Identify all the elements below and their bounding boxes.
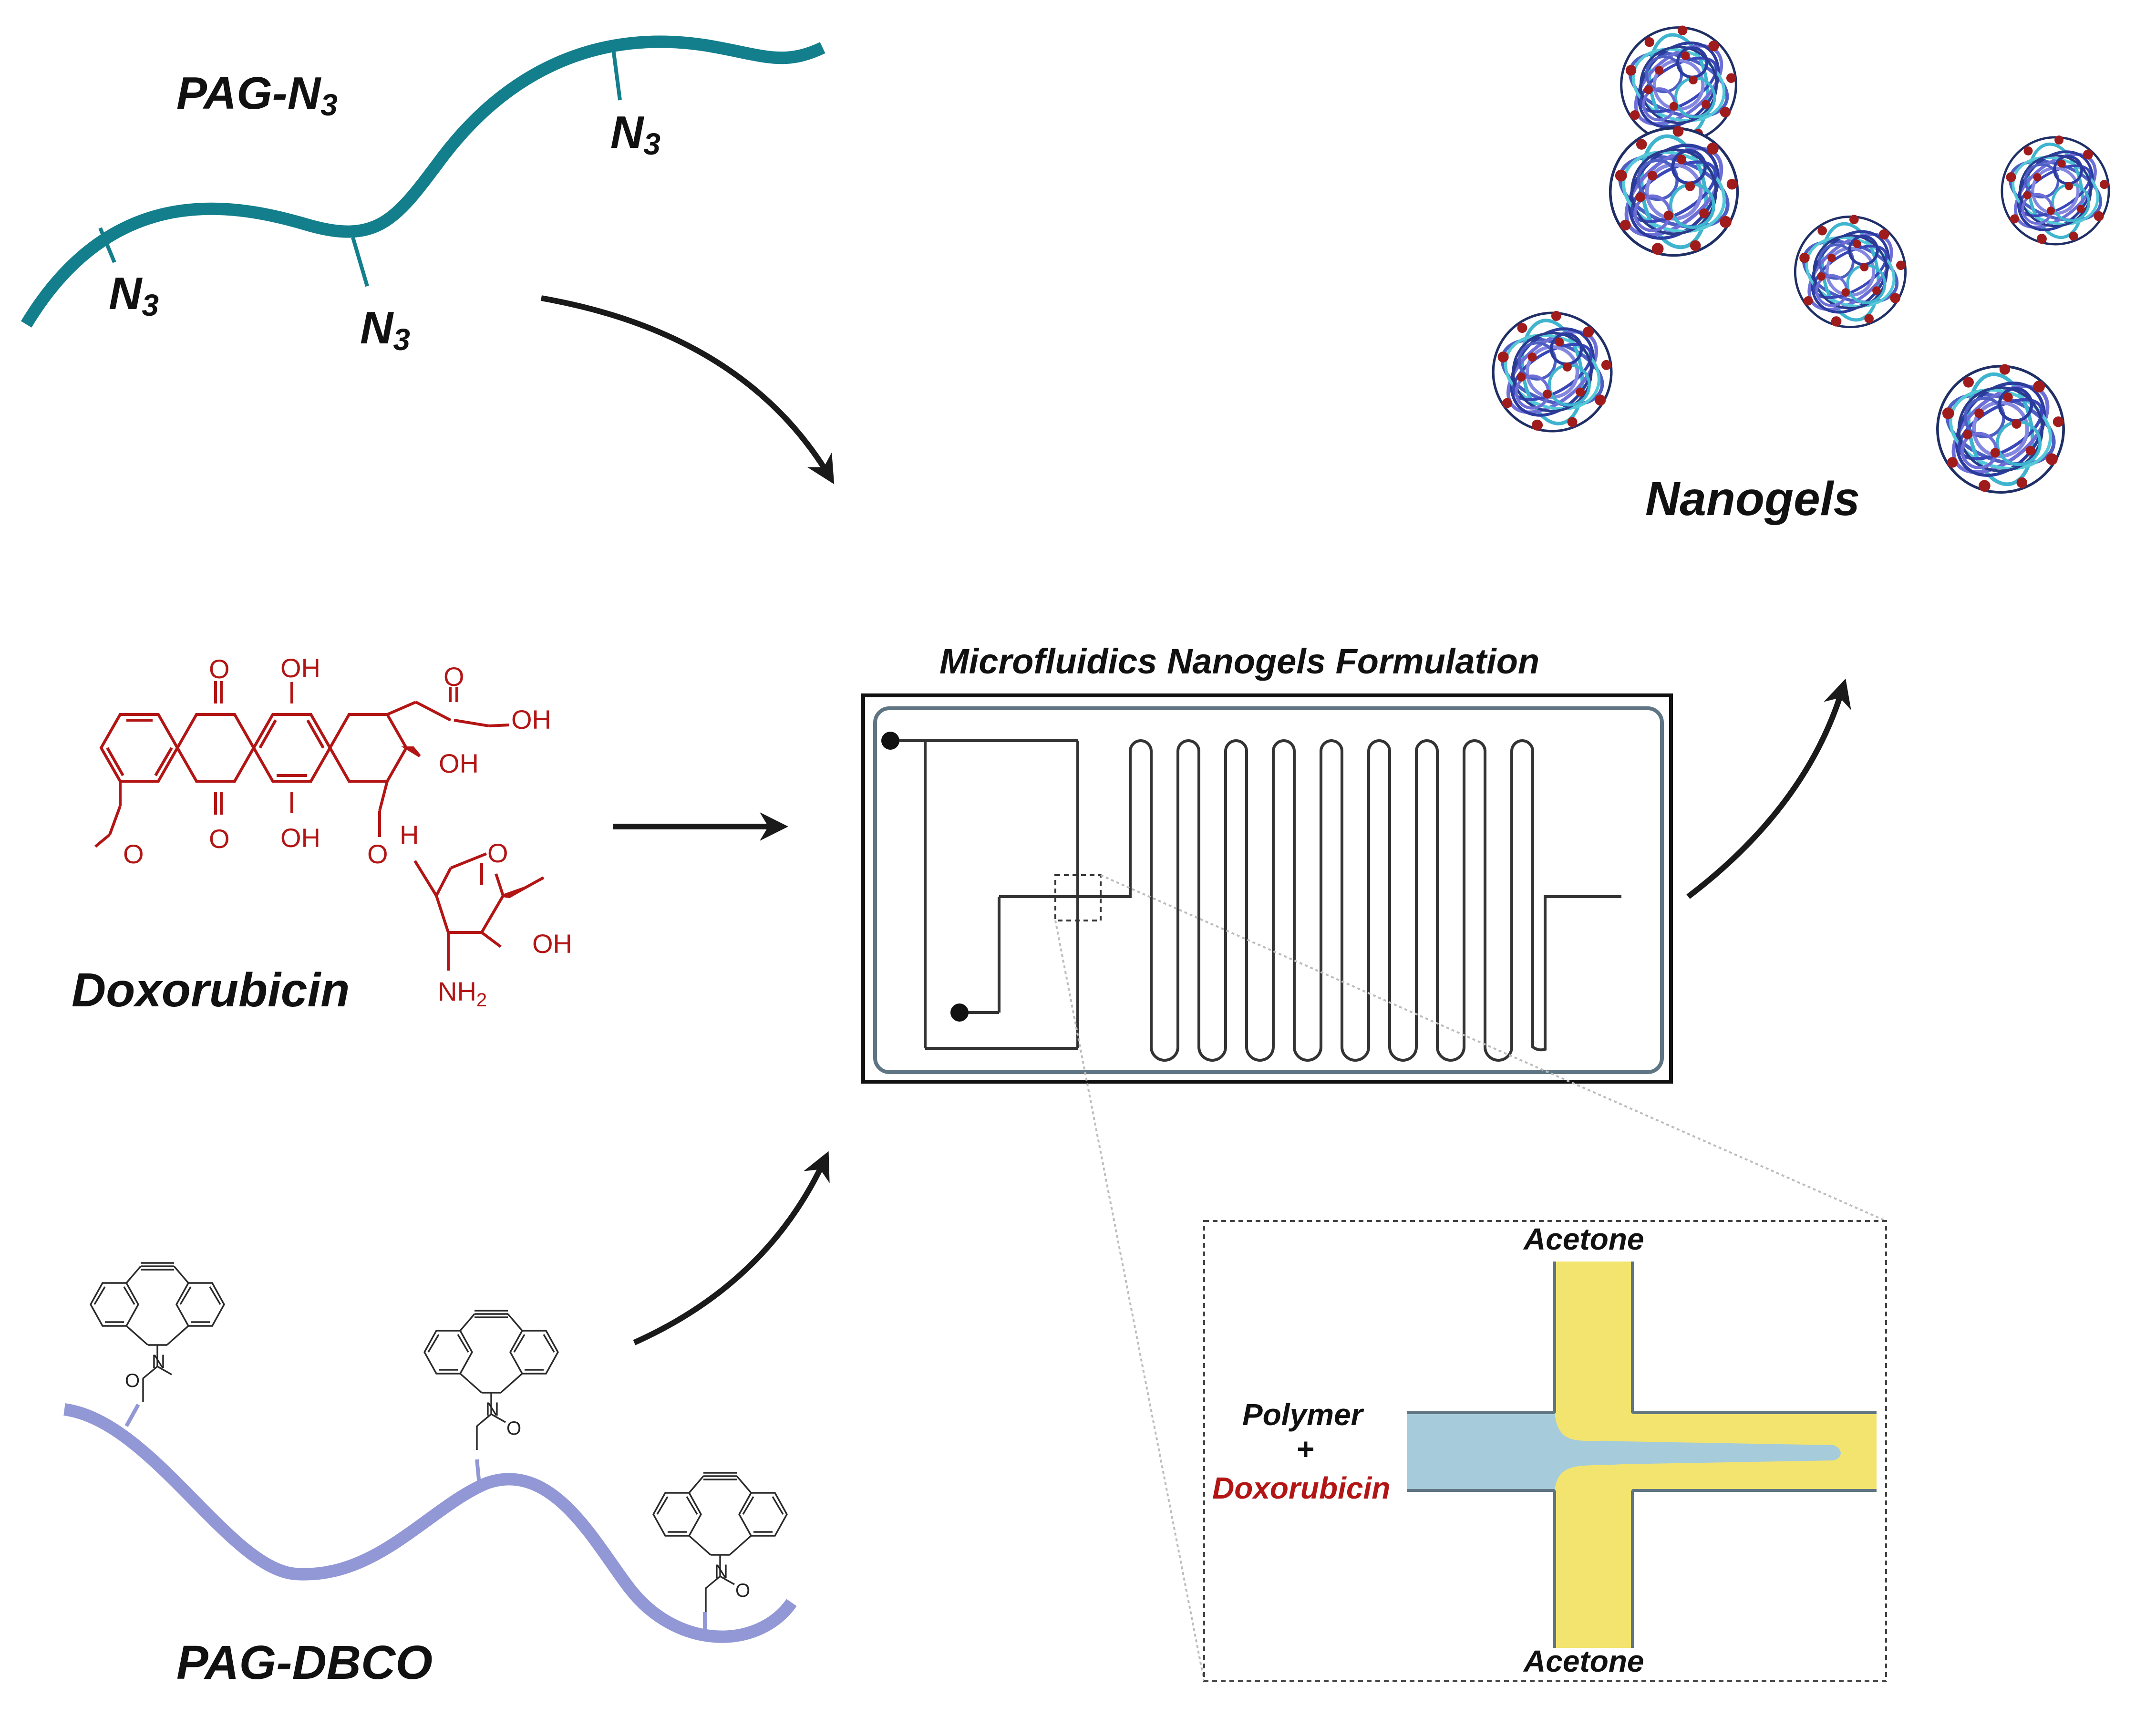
pag-n3-chain — [21, 35, 825, 328]
dbco-group-3 — [652, 1472, 788, 1613]
atom-N-3: N — [714, 1561, 728, 1582]
atom-OH-5: OH — [532, 929, 572, 959]
atom-OH-1: OH — [280, 653, 320, 683]
plus-label: + — [1296, 1432, 1314, 1466]
dbco-group-2 — [423, 1310, 559, 1451]
atom-O-7: O — [125, 1370, 140, 1391]
atom-OH-4: OH — [280, 823, 320, 853]
atom-O-5: O — [367, 839, 388, 869]
pag-dbco-label: PAG-DBCO — [176, 1636, 433, 1689]
nanogel-particle — [1493, 311, 1611, 432]
arrow-pag-n3-to-chip — [540, 295, 835, 485]
zoom-region — [1054, 874, 1102, 921]
azide-label-1: N3 — [109, 268, 159, 322]
atom-H: H — [400, 820, 419, 850]
pag-n3-label: PAG-N3 — [176, 68, 338, 122]
nanogels-label: Nanogels — [1645, 472, 1860, 526]
inlet-port — [950, 1003, 969, 1022]
atom-N-1: N — [152, 1351, 165, 1372]
atom-O-3: O — [209, 824, 230, 854]
inlet-port — [881, 732, 899, 750]
atom-N-2: N — [485, 1399, 499, 1420]
nanogel-particle — [1795, 215, 1905, 327]
arrow-chip-to-nanogels — [1686, 678, 1851, 899]
nanogel-cluster — [1493, 26, 2109, 493]
azide-label-3: N3 — [610, 107, 660, 161]
dbco-group-1 — [90, 1262, 225, 1403]
flow-focusing-inset — [1203, 1220, 1887, 1682]
nanogel-particle — [1610, 126, 1738, 256]
doxorubicin-label: Doxorubicin — [72, 963, 350, 1017]
atom-O-2: O — [444, 662, 464, 692]
doxorubicin-structure — [94, 681, 545, 971]
pag-dbco-chain — [63, 1403, 797, 1643]
acetone-bottom-label: Acetone — [1523, 1644, 1644, 1678]
arrow-pag-dbco-to-chip — [633, 1151, 830, 1345]
atom-NH2: NH2 — [438, 976, 487, 1011]
atom-OH-2: OH — [511, 704, 551, 734]
nanogel-particle — [1621, 26, 1736, 143]
nanogel-particle — [1938, 364, 2063, 492]
atom-O-8: O — [506, 1418, 521, 1439]
atom-O-9: O — [735, 1580, 750, 1601]
doxorubicin-atom-labels: O OH O OH OH H O OH O O O OH NH2 — [123, 653, 572, 1011]
polymer-label: Polymer — [1242, 1397, 1364, 1432]
dbco-atom-labels: N O N O N O — [125, 1351, 750, 1601]
chip-title: Microfluidics Nanogels Formulation — [939, 641, 1539, 681]
azide-label-2: N3 — [360, 302, 410, 357]
atom-O-4: O — [123, 839, 144, 869]
microfluidic-chip — [861, 693, 1673, 1084]
inset-doxorubicin-label: Doxorubicin — [1212, 1471, 1390, 1505]
nanogel-particle — [2002, 135, 2109, 245]
atom-O-6: O — [487, 838, 508, 868]
atom-O-1: O — [209, 654, 230, 684]
acetone-top-label: Acetone — [1523, 1222, 1644, 1256]
atom-OH-3: OH — [439, 748, 479, 778]
